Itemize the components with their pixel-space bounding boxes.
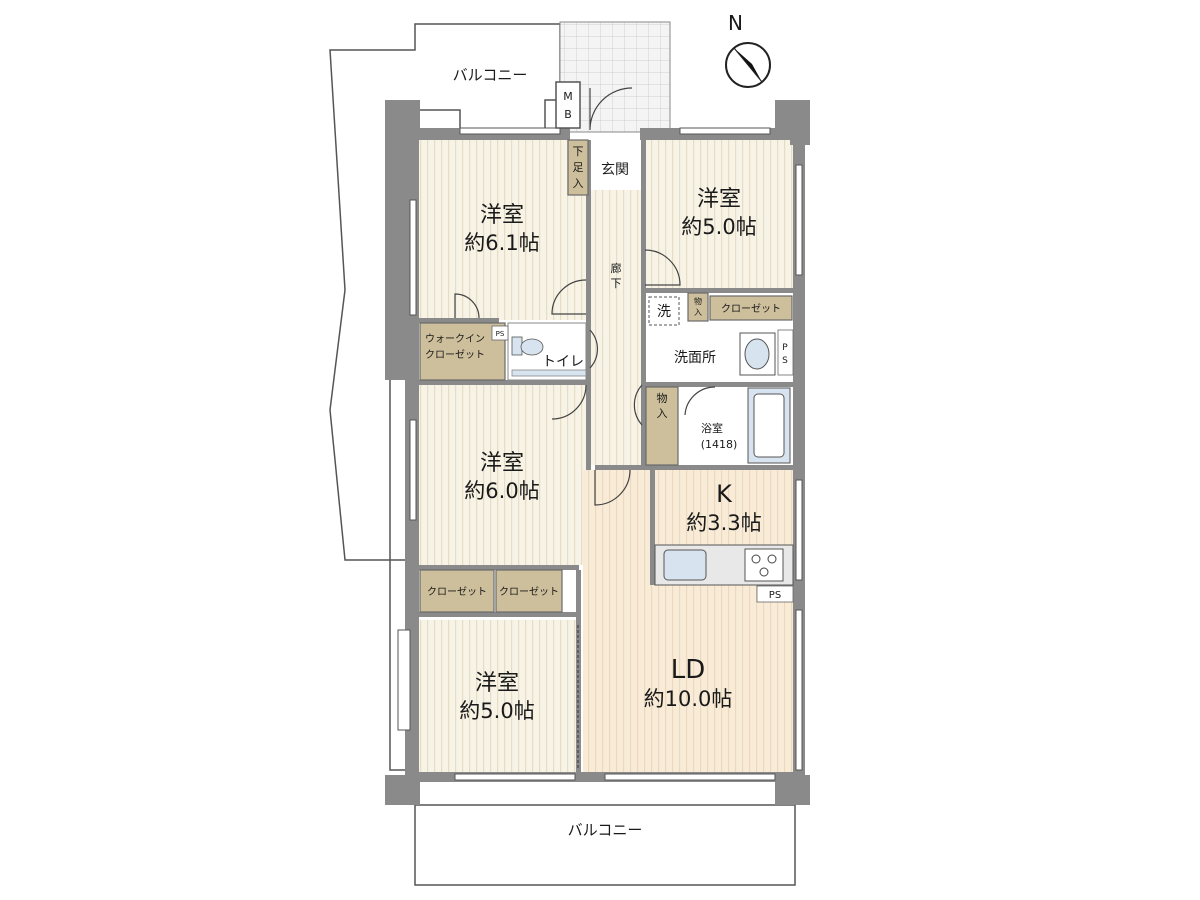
storage-mid: 物 入 <box>645 386 679 466</box>
bedroom-ne-floor <box>645 140 793 290</box>
ps-box-washroom: P S <box>777 329 794 376</box>
washbasin-icon <box>739 332 776 376</box>
bedroom-w-floor <box>418 385 586 565</box>
svg-text:P: P <box>782 343 788 353</box>
svg-text:PS: PS <box>496 330 505 338</box>
bath-size-label: (1418) <box>701 438 738 451</box>
bedroom-nw-name: 洋室 <box>480 203 524 228</box>
svg-text:下: 下 <box>573 145 584 158</box>
living-size: 約10.0帖 <box>644 687 733 711</box>
svg-text:PS: PS <box>769 590 781 601</box>
bedroom-ne-name: 洋室 <box>697 187 741 212</box>
svg-text:S: S <box>782 356 788 366</box>
balcony-top-label: バルコニー <box>453 66 528 84</box>
svg-text:B: B <box>564 108 572 121</box>
shoe-cabinet: 下 足 入 <box>567 139 589 196</box>
svg-text:M: M <box>563 90 573 103</box>
stove-icon <box>744 548 784 582</box>
bedroom-sw-size: 約5.0帖 <box>459 699 534 723</box>
compass-label: N <box>728 11 743 35</box>
living-floor <box>583 470 793 772</box>
walk-in-closet: ウォークイン クローゼット <box>419 322 506 381</box>
meter-box: M B <box>555 81 581 129</box>
bathtub-icon <box>747 387 791 464</box>
svg-text:入: 入 <box>694 308 702 317</box>
bedroom-sw-name: 洋室 <box>475 671 519 696</box>
entrance-label: 玄関 <box>601 161 629 178</box>
kitchen-name: K <box>716 480 733 508</box>
svg-text:クローゼット: クローゼット <box>427 586 487 598</box>
svg-text:クローゼット: クローゼット <box>721 303 781 315</box>
washing-machine-space: 洗 <box>648 296 680 326</box>
svg-text:入: 入 <box>657 407 668 420</box>
svg-text:入: 入 <box>573 177 584 190</box>
hallway-label-2: 下 <box>611 277 622 290</box>
bedroom-nw-size: 約6.1帖 <box>464 231 539 255</box>
hallway-label-1: 廊 <box>611 261 622 275</box>
svg-text:物: 物 <box>657 391 668 405</box>
windows <box>397 127 803 781</box>
bedroom-nw-floor <box>418 140 586 320</box>
hallway-floor <box>590 190 642 465</box>
kitchen-floor <box>655 470 793 545</box>
toilet-room: PS トイレ <box>491 322 587 381</box>
closet-ne: クローゼット <box>709 295 793 321</box>
bedroom-w-size: 約6.0帖 <box>464 479 539 503</box>
doors <box>454 87 716 770</box>
living-name: LD <box>671 655 706 685</box>
svg-text:クローゼット: クローゼット <box>499 586 559 598</box>
compass-icon: N <box>725 11 771 88</box>
bedroom-w-name: 洋室 <box>480 451 524 476</box>
ps-box-toilet <box>491 325 509 341</box>
bathroom-label: 浴室 <box>701 421 723 435</box>
kitchen-size: 約3.3帖 <box>686 511 761 535</box>
kitchen-counter <box>654 544 794 586</box>
svg-text:物: 物 <box>694 296 702 306</box>
svg-text:洗: 洗 <box>657 304 671 320</box>
balcony-bottom: バルコニー <box>414 804 796 886</box>
bedroom-ne-size: 約5.0帖 <box>681 215 756 239</box>
ps-box-kitchen: PS <box>756 585 794 603</box>
svg-text:ウォークイン: ウォークイン <box>425 333 485 345</box>
bedroom-sw-floor <box>418 620 576 772</box>
balcony-bottom-label: バルコニー <box>568 821 643 839</box>
svg-text:クローゼット: クローゼット <box>425 349 485 361</box>
closet-w-right: クローゼット <box>495 569 563 613</box>
closet-w-left: クローゼット <box>419 569 495 613</box>
storage-small-ne: 物 入 <box>687 292 709 322</box>
toilet-label: トイレ <box>542 354 584 370</box>
svg-text:足: 足 <box>573 161 584 174</box>
entrance-floor <box>590 140 642 190</box>
toilet-icon <box>511 336 544 356</box>
sink-icon <box>663 549 707 581</box>
washroom-label: 洗面所 <box>674 350 716 366</box>
